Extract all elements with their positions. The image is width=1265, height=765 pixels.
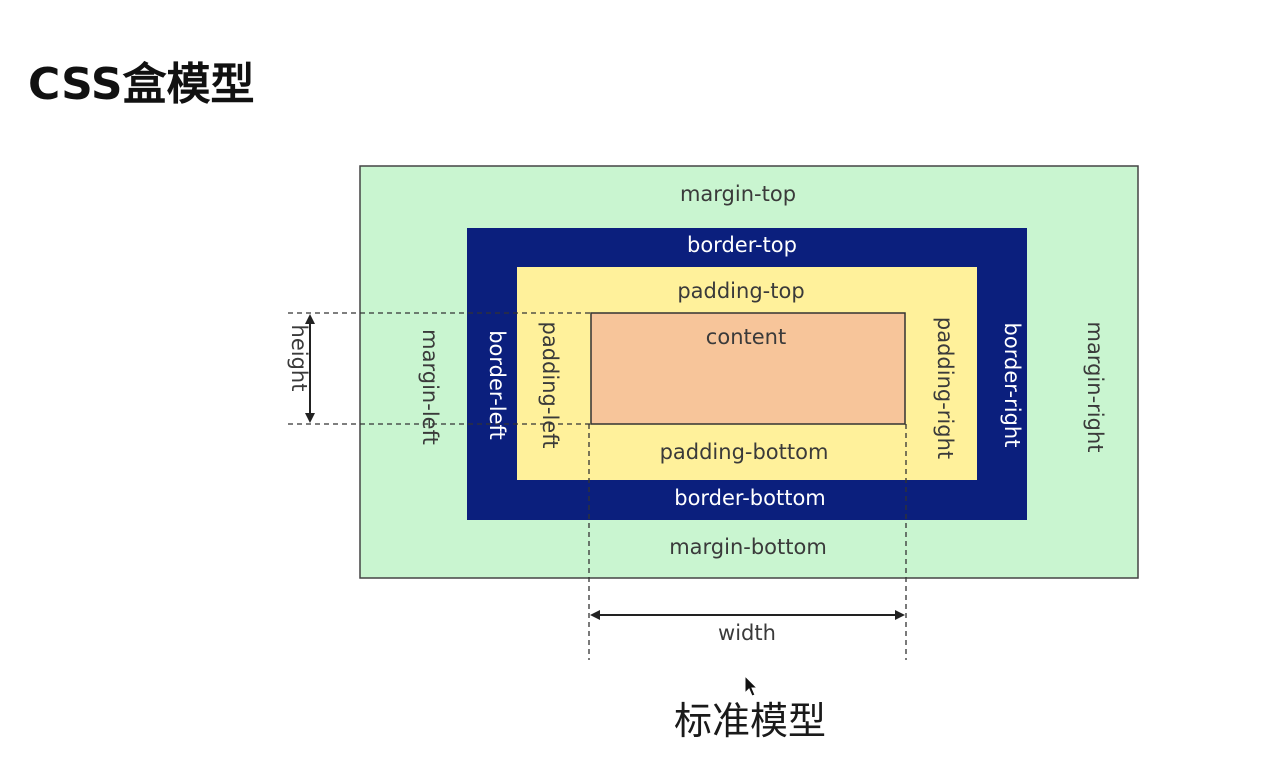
border-right-label: border-right [1000, 323, 1024, 448]
padding-left-label: padding-left [538, 322, 562, 449]
margin-right-label: margin-right [1083, 322, 1107, 453]
border-left-label: border-left [485, 330, 509, 440]
page-title: CSS盒模型 [28, 59, 255, 110]
margin-left-label: margin-left [418, 329, 442, 445]
content-box [590, 312, 906, 425]
content-label: content [706, 325, 786, 349]
margin-top-label: margin-top [680, 182, 796, 206]
width-label: width [718, 621, 776, 645]
mouse-pointer-icon [744, 674, 759, 697]
padding-bottom-label: padding-bottom [660, 440, 829, 464]
padding-right-label: padding-right [933, 317, 957, 459]
diagram-caption: 标准模型 [674, 699, 827, 743]
padding-top-label: padding-top [677, 279, 804, 303]
border-top-label: border-top [687, 233, 797, 257]
margin-bottom-label: margin-bottom [669, 535, 827, 559]
height-label: height [287, 325, 311, 392]
border-bottom-label: border-bottom [674, 486, 826, 510]
